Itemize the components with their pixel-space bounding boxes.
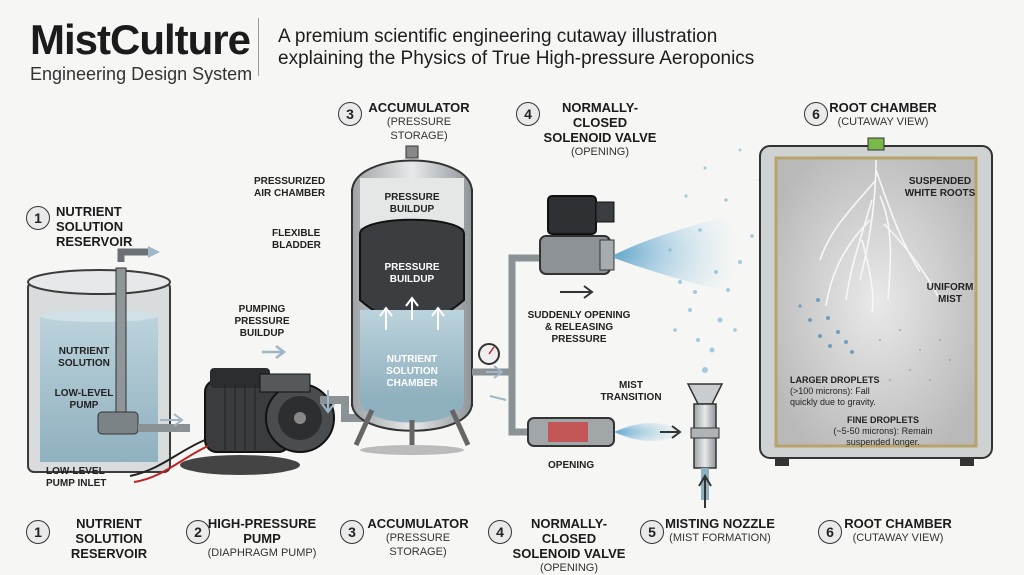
misting-nozzle: [686, 383, 724, 508]
legend-number-5: 5: [640, 520, 664, 544]
legend-item-6-title: ROOT CHAMBER: [844, 516, 952, 531]
legend-item-1: NUTRIENT SOLUTION RESERVOIR: [44, 516, 174, 561]
legend-item-3-sub: (PRESSURE STORAGE): [385, 532, 451, 558]
solenoid-valve: [539, 195, 615, 275]
legend-item-4-sub: (OPENING): [539, 562, 599, 574]
callout-flexible-bladder: FLEXIBLE BLADDER: [272, 228, 321, 251]
callout-low-level-inlet: LOW-LEVEL PUMP INLET: [46, 466, 107, 489]
legend-number-6: 6: [818, 520, 842, 544]
callout-uniform-mist: UNIFORM MIST: [926, 282, 974, 305]
fine-droplets-title: FINE DROPLETS: [846, 415, 919, 425]
label-number-3: 3: [338, 102, 362, 126]
callout-low-level-pump: LOW-LEVEL PUMP: [54, 388, 114, 411]
callout-larger-droplets: LARGER DROPLETS (>100 microns): Fall qui…: [790, 374, 886, 408]
label-root: ROOT CHAMBER (CUTAWAY VIEW): [828, 100, 938, 129]
brand-subtitle: Engineering Design System: [30, 64, 253, 84]
brand: MistCulture Engineering Design System: [30, 18, 252, 85]
label-accumulator-sub: (PRESSURE STORAGE): [386, 116, 452, 142]
callout-suspended-roots: SUSPENDED WHITE ROOTS: [904, 176, 976, 199]
fine-droplets-text: (~5-50 microns): Remain suspended longer…: [833, 426, 933, 447]
legend-item-2-title: HIGH-PRESSURE PUMP: [207, 516, 317, 546]
legend-item-2-sub: (DIAPHRAGM PUMP): [207, 547, 317, 559]
label-valve-title: NORMALLY-CLOSED SOLENOID VALVE: [543, 100, 657, 145]
callout-suddenly-opening: SUDDENLY OPENING & RELEASING PRESSURE: [527, 310, 631, 345]
callout-nutrient-solution: NUTRIENT SOLUTION: [58, 346, 110, 369]
legend-item-3: ACCUMULATOR (PRESSURE STORAGE): [360, 516, 476, 559]
larger-droplets-text: (>100 microns): Fall quickly due to grav…: [790, 386, 876, 407]
callout-mist-transition: MIST TRANSITION: [600, 380, 662, 403]
label-number-6: 6: [804, 102, 828, 126]
legend-item-5: MISTING NOZZLE (MIST FORMATION): [660, 516, 780, 545]
label-valve-sub: (OPENING): [570, 146, 630, 158]
callout-pressurized-air: PRESSURIZED AIR CHAMBER: [254, 176, 326, 199]
label-root-title: ROOT CHAMBER: [829, 100, 937, 115]
legend-item-3-title: ACCUMULATOR: [367, 516, 469, 531]
legend-item-6: ROOT CHAMBER (CUTAWAY VIEW): [838, 516, 958, 545]
label-number-1: 1: [26, 206, 50, 230]
legend-item-4: NORMALLY-CLOSED SOLENOID VALVE (OPENING): [508, 516, 630, 575]
mist-plume: [668, 148, 762, 373]
page-subtitle: A premium scientific engineering cutaway…: [278, 26, 754, 70]
legend-item-5-sub: (MIST FORMATION): [669, 532, 771, 544]
label-number-4: 4: [516, 102, 540, 126]
lower-valve: [527, 417, 615, 447]
label-valve: NORMALLY-CLOSED SOLENOID VALVE (OPENING): [540, 100, 660, 159]
callout-opening: OPENING: [548, 460, 595, 471]
accumulator-tank: [351, 145, 473, 455]
label-root-sub: (CUTAWAY VIEW): [837, 116, 929, 128]
larger-droplets-title: LARGER DROPLETS: [790, 375, 880, 385]
legend-number-3: 3: [340, 520, 364, 544]
callout-fine-droplets: FINE DROPLETS (~5-50 microns): Remain su…: [818, 414, 948, 448]
legend-item-1-title: NUTRIENT SOLUTION RESERVOIR: [70, 516, 148, 561]
brand-title: MistCulture: [30, 16, 251, 63]
callout-pumping-buildup: PUMPING PRESSURE BUILDUP: [234, 304, 290, 339]
subtitle-line-1: A premium scientific engineering cutaway…: [278, 26, 718, 47]
legend-number-4: 4: [488, 520, 512, 544]
label-accumulator: ACCUMULATOR (PRESSURE STORAGE): [360, 100, 478, 143]
legend-item-2: HIGH-PRESSURE PUMP (DIAPHRAGM PUMP): [206, 516, 318, 560]
label-reservoir: NUTRIENT SOLUTION RESERVOIR: [56, 204, 133, 249]
legend-number-2: 2: [186, 520, 210, 544]
callout-pressure-buildup-top: PRESSURE BUILDUP: [384, 192, 440, 215]
legend-number-1: 1: [26, 520, 50, 544]
legend-item-6-sub: (CUTAWAY VIEW): [852, 532, 944, 544]
callout-pressure-buildup-mid: PRESSURE BUILDUP: [384, 262, 440, 285]
legend-item-5-title: MISTING NOZZLE: [665, 516, 775, 531]
reservoir-tank: [27, 246, 171, 473]
high-pressure-pump: [129, 368, 335, 483]
subtitle-line-2: explaining the Physics of True High-pres…: [278, 48, 755, 69]
root-chamber: [759, 137, 993, 466]
header-divider: [258, 18, 259, 76]
label-accumulator-title: ACCUMULATOR: [368, 100, 470, 115]
callout-nutrient-chamber: NUTRIENT SOLUTION CHAMBER: [386, 354, 438, 389]
legend-item-4-title: NORMALLY-CLOSED SOLENOID VALVE: [512, 516, 626, 561]
